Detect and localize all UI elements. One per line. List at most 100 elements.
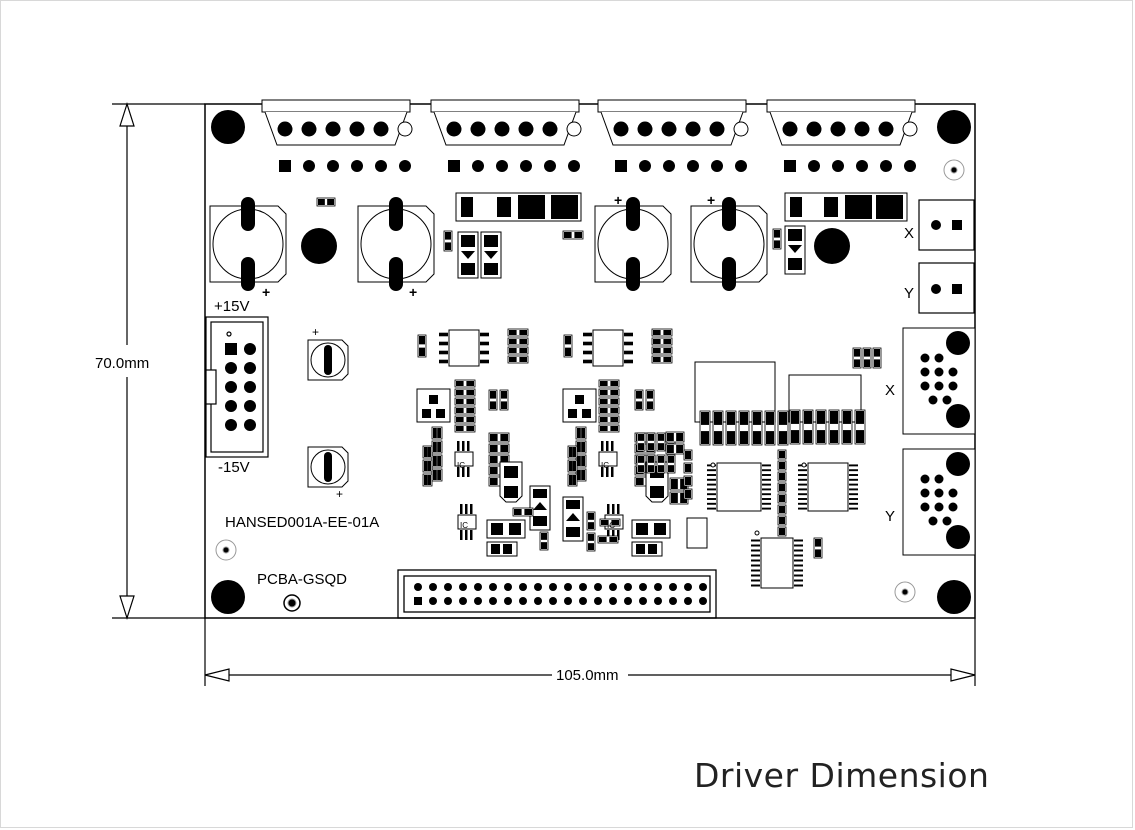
ribbon-pin — [699, 583, 707, 591]
smd-chip — [699, 410, 711, 446]
dsub-pin — [948, 502, 958, 512]
ribbon-pin — [504, 597, 512, 605]
smd-pad — [456, 399, 464, 404]
smd-pad — [680, 479, 687, 489]
smd-components — [316, 192, 908, 589]
smd-pad — [318, 199, 325, 205]
smd-pad — [422, 409, 431, 418]
smd-pad — [874, 359, 880, 367]
smd-chip — [862, 347, 872, 369]
smd-chip — [567, 445, 578, 459]
ic-lead — [762, 507, 771, 510]
smd-pad — [638, 456, 644, 463]
smd-pad — [815, 539, 821, 547]
smd-pad — [600, 408, 608, 413]
smd-pad — [781, 451, 785, 458]
smd-chip — [488, 432, 510, 443]
dsub-pin — [934, 353, 944, 363]
pin1-marker — [754, 530, 760, 536]
smd-pad — [856, 430, 864, 443]
top-connector-pin-upper — [854, 121, 870, 137]
smd-chip — [852, 347, 862, 369]
ic-lead — [611, 467, 614, 477]
smd-pad — [766, 412, 774, 425]
ic-lead — [607, 504, 610, 514]
smd-chip — [815, 409, 827, 445]
dsub-pin — [942, 516, 952, 526]
mounting-holes — [211, 110, 971, 614]
ic-lead — [607, 530, 610, 540]
ic-lead — [583, 332, 592, 337]
top-connector-pin-square — [615, 160, 627, 172]
smd-pad — [663, 339, 671, 344]
smd-chip — [507, 337, 529, 346]
top-connector-pin-lower — [639, 160, 651, 172]
smd-pad — [779, 528, 783, 535]
ic-lead — [762, 469, 771, 472]
ic-lead — [794, 574, 803, 577]
smd-chip — [636, 432, 646, 452]
ic-lead — [583, 359, 592, 364]
top-connector-pin-lower — [832, 160, 844, 172]
ic-lead — [751, 584, 760, 587]
smd-pad — [427, 461, 431, 471]
ic-mark-2: IC — [601, 461, 609, 470]
smd-pad — [565, 336, 571, 345]
ribbon-pin — [594, 597, 602, 605]
smd-pad — [504, 486, 518, 498]
ic-lead — [457, 441, 460, 451]
smd-pad — [466, 408, 474, 413]
top-connector-pin-upper — [709, 121, 725, 137]
smd-pad — [843, 411, 851, 424]
smd-chip — [454, 379, 476, 388]
smd-pad — [582, 409, 591, 418]
smd-pad — [436, 409, 445, 418]
smd-pad — [788, 258, 802, 270]
smd-pad — [817, 411, 825, 424]
ic-lead — [601, 467, 604, 477]
smd-chip — [575, 426, 587, 440]
smd-pad — [856, 411, 864, 424]
ic-lead — [794, 569, 803, 572]
smd-pad — [490, 467, 498, 474]
ic-lead — [624, 332, 633, 337]
smd-pad — [600, 417, 608, 422]
smd-pad — [509, 357, 517, 362]
smd-pad — [653, 339, 661, 344]
smd-pad — [490, 445, 498, 452]
ic-lead — [849, 502, 858, 505]
smd-pad — [854, 349, 860, 357]
smd-pad — [500, 434, 508, 441]
power-header-pins — [225, 343, 256, 431]
ic-lead — [480, 332, 489, 337]
smd-pad — [581, 442, 585, 452]
top-connector-pin-lower — [472, 160, 484, 172]
diode-symbol — [461, 251, 475, 259]
ic-lead — [462, 467, 465, 477]
ribbon-pin — [489, 597, 497, 605]
smd-chip — [777, 410, 789, 446]
ic-lead — [794, 579, 803, 582]
smd-pad — [490, 478, 498, 485]
ribbon-pin — [609, 597, 617, 605]
smd-pad — [653, 357, 661, 362]
dsub-pin — [928, 516, 938, 526]
ribbon-pin — [489, 583, 497, 591]
ic-lead — [762, 478, 771, 481]
ribbon-pin — [474, 597, 482, 605]
smd-pad — [779, 462, 783, 469]
smd-pad — [577, 442, 581, 452]
smd-pad — [658, 443, 664, 450]
top-connector-pin-lower — [687, 160, 699, 172]
smd-pad — [581, 428, 585, 438]
dsub-pin — [920, 367, 930, 377]
smd-pad — [519, 357, 527, 362]
smd-chip — [598, 397, 620, 406]
smd-pad — [490, 391, 496, 399]
smd-chip — [539, 531, 549, 551]
diode-symbol — [566, 513, 580, 521]
smd-pad — [658, 434, 664, 441]
smd-pad — [676, 445, 683, 453]
capacitor-lead — [626, 257, 640, 291]
